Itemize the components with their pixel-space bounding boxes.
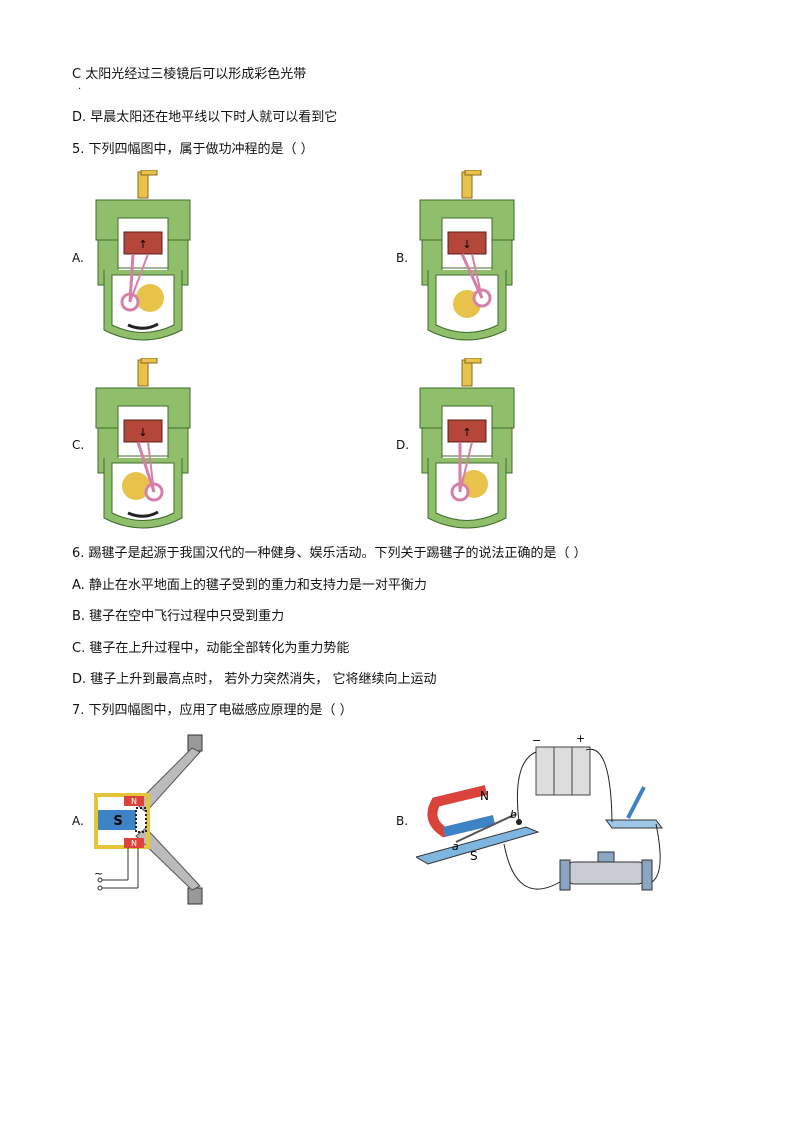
magnet-south: S: [470, 849, 478, 863]
q5-label-b: B.: [396, 251, 409, 265]
stray-dot: ·: [78, 84, 82, 95]
svg-text:↑: ↑: [138, 238, 147, 251]
engine-figure-b: ↓: [412, 170, 522, 345]
q6-option-b: B. 毽子在空中飞行过程中只受到重力: [72, 609, 285, 624]
speaker-figure: N N S ~: [88, 730, 218, 910]
engine-figure-a: ↑: [88, 170, 198, 345]
rod-label-a: a: [452, 840, 459, 853]
q5-label-a: A.: [72, 251, 84, 265]
q7-stem: 7. 下列四幅图中，应用了电磁感应原理的是（ ）: [72, 703, 353, 718]
speaker-north-top: N: [131, 797, 137, 806]
magnet-north: N: [480, 789, 489, 803]
q7-label-b: B.: [396, 814, 409, 828]
q5-label-c: C.: [72, 438, 85, 452]
q6-option-c: C. 毽子在上升过程中，动能全部转化为重力势能: [72, 641, 350, 656]
svg-text:↑: ↑: [462, 426, 471, 439]
speaker-ac-symbol: ~: [94, 867, 103, 880]
speaker-south: S: [113, 814, 122, 829]
svg-text:↓: ↓: [462, 238, 471, 251]
q5-label-d: D.: [396, 438, 410, 452]
battery-plus: +: [576, 732, 585, 745]
q4-option-c: C 太阳光经过三棱镜后可以形成彩色光带: [72, 67, 307, 82]
q6-stem: 6. 踢毽子是起源于我国汉代的一种健身、娱乐活动。下列关于踢毽子的说法正确的是（…: [72, 546, 587, 561]
engine-figure-d: ↑: [412, 358, 522, 533]
svg-text:↓: ↓: [138, 426, 147, 439]
q5-stem: 5. 下列四幅图中，属于做功冲程的是（ ）: [72, 142, 314, 157]
battery-minus: −: [532, 734, 541, 747]
q7-label-a: A.: [72, 814, 84, 828]
q4-option-d: D. 早晨太阳还在地平线以下时人就可以看到它: [72, 110, 338, 125]
q6-option-a: A. 静止在水平地面上的毽子受到的重力和支持力是一对平衡力: [72, 578, 427, 593]
speaker-north-bottom: N: [131, 839, 137, 848]
rod-label-b: b: [510, 808, 517, 821]
engine-figure-c: ↓: [88, 358, 198, 533]
q6-option-d: D. 毽子上升到最高点时， 若外力突然消失， 它将继续向上运动: [72, 672, 437, 687]
circuit-figure: − + N S a b: [416, 732, 686, 907]
